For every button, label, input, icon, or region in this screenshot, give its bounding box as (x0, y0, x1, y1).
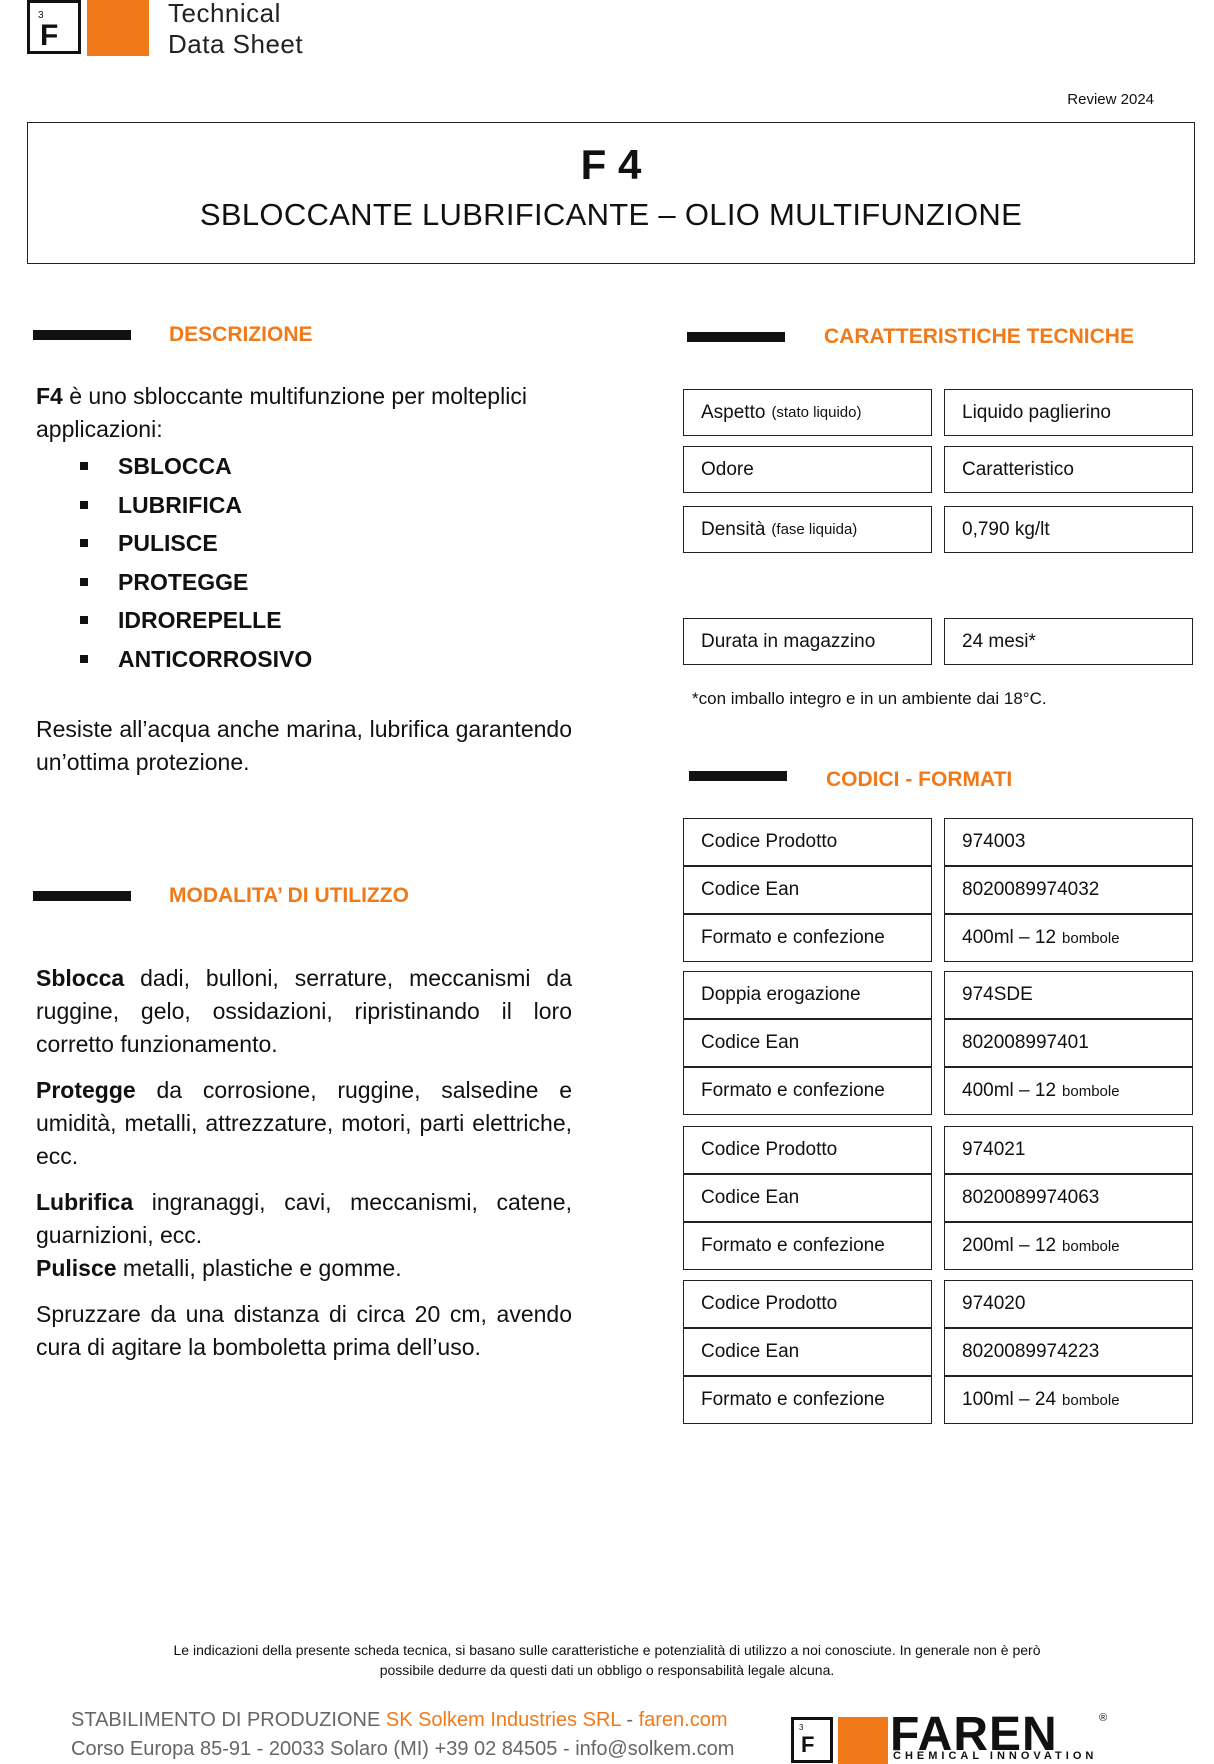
logo-orange-block (87, 0, 149, 56)
brand-name: FAREN (890, 1708, 1058, 1761)
faren-logo-mark: 3 F (791, 1717, 833, 1763)
title-box: F 4 SBLOCCANTE LUBRIFICANTE – OLIO MULTI… (27, 122, 1195, 264)
usage-paragraph: Pulisce metalli, plastiche e gomme. (36, 1255, 402, 1281)
descrizione-intro: F4 è uno sbloccante multifunzione per mo… (36, 383, 527, 442)
code-label-cell: Codice Ean (683, 1174, 932, 1222)
logo-superscript: 3 (38, 10, 44, 21)
spec-value-cell: 24 mesi* (944, 618, 1193, 665)
spec-label-cell: Densità(fase liquida) (683, 506, 932, 553)
code-label-cell: Codice Ean (683, 1328, 932, 1376)
section-bar (33, 891, 131, 901)
code-label-cell: Codice Prodotto (683, 1126, 932, 1174)
bullet-square-icon (80, 654, 88, 663)
code-value-cell: 802008997401 (944, 1019, 1193, 1067)
code-value-cell: 8020089974063 (944, 1174, 1193, 1222)
list-item: ANTICORROSIVO (36, 640, 536, 679)
spec-value-cell: 0,790 kg/lt (944, 506, 1193, 553)
usage-paragraph: Spruzzare da una distanza di circa 20 cm… (36, 1301, 572, 1360)
code-value-cell: 8020089974032 (944, 866, 1193, 914)
storage-footnote: *con imballo integro e in un ambiente da… (692, 689, 1047, 708)
code-label-cell: Formato e confezione (683, 1222, 932, 1270)
review-label: Review 2024 (1067, 91, 1154, 108)
plant-info: STABILIMENTO DI PRODUZIONE SK Solkem Ind… (71, 1709, 728, 1731)
section-bar (33, 330, 131, 340)
modalita-body: Sblocca dadi, bulloni, serrature, meccan… (36, 962, 572, 1364)
product-subtitle: SBLOCCANTE LUBRIFICANTE – OLIO MULTIFUNZ… (199, 197, 1023, 232)
bullet-square-icon (80, 539, 88, 547)
descrizione-closing: Resiste all’acqua anche marina, lubrific… (36, 716, 572, 775)
bullet-square-icon (80, 577, 88, 586)
spec-label-cell: Odore (683, 446, 932, 493)
legal-disclaimer: Le indicazioni della presente scheda tec… (173, 1642, 1041, 1678)
list-item: PULISCE (36, 524, 536, 563)
code-label-cell: Codice Ean (683, 866, 932, 914)
caratteristiche-heading: CARATTERISTICHE TECNICHE (824, 325, 1134, 348)
list-item: LUBRIFICA (36, 486, 536, 525)
list-item: PROTEGGE (36, 563, 536, 602)
website-link[interactable]: faren.com (638, 1709, 728, 1731)
code-label-cell: Formato e confezione (683, 914, 932, 962)
list-item: SBLOCCA (36, 447, 536, 486)
faren-orange-block (838, 1717, 888, 1764)
product-title: F 4 (580, 141, 642, 188)
usage-paragraph: Protegge da corrosione, ruggine, salsedi… (36, 1077, 572, 1169)
code-value-cell: 974SDE (944, 971, 1193, 1019)
section-bar (689, 771, 787, 781)
company-address: Corso Europa 85-91 - 20033 Solaro (MI) +… (71, 1738, 735, 1760)
code-label-cell: Formato e confezione (683, 1376, 932, 1424)
codici-heading: CODICI - FORMATI (826, 768, 1013, 791)
code-value-cell: 974003 (944, 818, 1193, 866)
list-item: IDROREPELLE (36, 601, 536, 640)
brand-tagline: CHEMICAL INNOVATION (893, 1750, 1098, 1762)
code-value-cell: 8020089974223 (944, 1328, 1193, 1376)
descrizione-heading: DESCRIZIONE (169, 323, 313, 346)
bullet-square-icon (80, 616, 88, 624)
spec-value-cell: Caratteristico (944, 446, 1193, 493)
bullet-square-icon (80, 500, 88, 509)
code-label-cell: Codice Prodotto (683, 1280, 932, 1328)
code-label-cell: Doppia erogazione (683, 971, 932, 1019)
bullet-square-icon (80, 462, 88, 470)
code-label-cell: Codice Ean (683, 1019, 932, 1067)
spec-label-cell: Durata in magazzino (683, 618, 932, 665)
doc-type-label: Technical Data Sheet (168, 0, 304, 59)
code-label-cell: Codice Prodotto (683, 818, 932, 866)
brand-logo-mark: 3 F (27, 0, 81, 54)
spec-label-cell: Aspetto(stato liquido) (683, 389, 932, 436)
code-value-cell: 974020 (944, 1280, 1193, 1328)
feature-list: SBLOCCA LUBRIFICA PULISCE PROTEGGE IDROR… (36, 447, 536, 678)
code-label-cell: Formato e confezione (683, 1067, 932, 1115)
spec-value-cell: Liquido paglierino (944, 389, 1193, 436)
code-value-cell: 974021 (944, 1126, 1193, 1174)
section-bar (687, 332, 785, 342)
registered-mark: ® (1099, 1712, 1108, 1724)
usage-paragraph: Lubrifica ingranaggi, cavi, meccanismi, … (36, 1189, 572, 1248)
logo-letter: F (40, 19, 59, 52)
usage-paragraph: Sblocca dadi, bulloni, serrature, meccan… (36, 965, 572, 1057)
modalita-heading: MODALITA’ DI UTILIZZO (169, 884, 409, 907)
